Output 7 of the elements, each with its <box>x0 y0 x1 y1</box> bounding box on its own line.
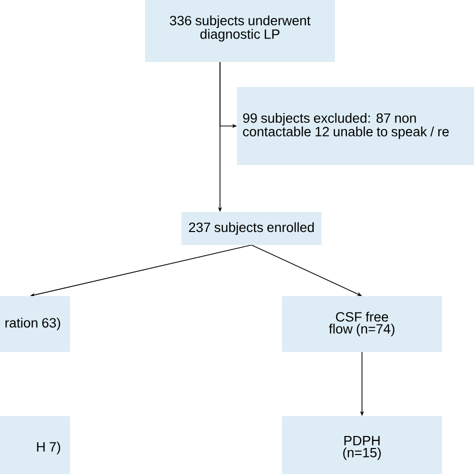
flow-box: 99 subjects excluded: 87 non contactable 12 unable to speak / re <box>237 87 474 165</box>
flow-box: PDPH (n=15) <box>282 416 442 474</box>
flow-box: H 7) <box>0 416 70 474</box>
flow-box: CSF free flow (n=74) <box>282 296 442 352</box>
flow-box: ration 63) <box>0 296 70 352</box>
flow-box: 336 subjects underwent diagnostic LP <box>145 0 335 62</box>
flow-box: 237 subjects enrolled <box>182 212 322 245</box>
